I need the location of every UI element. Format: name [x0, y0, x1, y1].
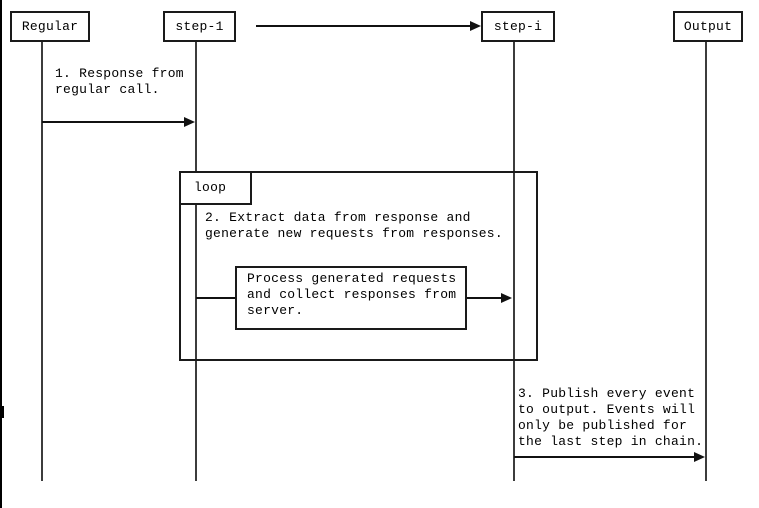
process-box-connector-line [196, 297, 235, 299]
message-3-label: 3. Publish every event to output. Events… [518, 386, 704, 449]
window-border-left [0, 0, 2, 508]
lifeline-output [705, 42, 707, 481]
steps-chain-arrowhead-icon [470, 21, 481, 31]
participant-output-label: Output [683, 19, 733, 34]
participant-step-i: step-i [481, 11, 555, 42]
participant-step-1-label: step-1 [175, 19, 224, 34]
participant-regular: Regular [10, 11, 90, 42]
steps-chain-arrow-line [256, 25, 470, 27]
process-arrow-line [467, 297, 502, 299]
participant-step-i-label: step-i [493, 19, 543, 34]
window-border-tick [0, 406, 4, 418]
message-1-arrow-line [42, 121, 185, 123]
participant-step-1: step-1 [163, 11, 236, 42]
message-3-arrowhead-icon [694, 452, 705, 462]
process-arrowhead-icon [501, 293, 512, 303]
lifeline-step-1 [195, 42, 197, 481]
participant-regular-label: Regular [21, 19, 79, 34]
lifeline-step-i [513, 42, 515, 481]
message-2-label: 2. Extract data from response and genera… [205, 210, 503, 241]
loop-fragment-label: loop [181, 173, 252, 205]
process-box: Process generated requests and collect r… [235, 266, 467, 330]
participant-output: Output [673, 11, 743, 42]
message-3-arrow-line [514, 456, 695, 458]
message-1-label: 1. Response from regular call. [55, 66, 184, 97]
lifeline-regular [41, 42, 43, 481]
loop-fragment: loop [179, 171, 538, 361]
message-1-arrowhead-icon [184, 117, 195, 127]
